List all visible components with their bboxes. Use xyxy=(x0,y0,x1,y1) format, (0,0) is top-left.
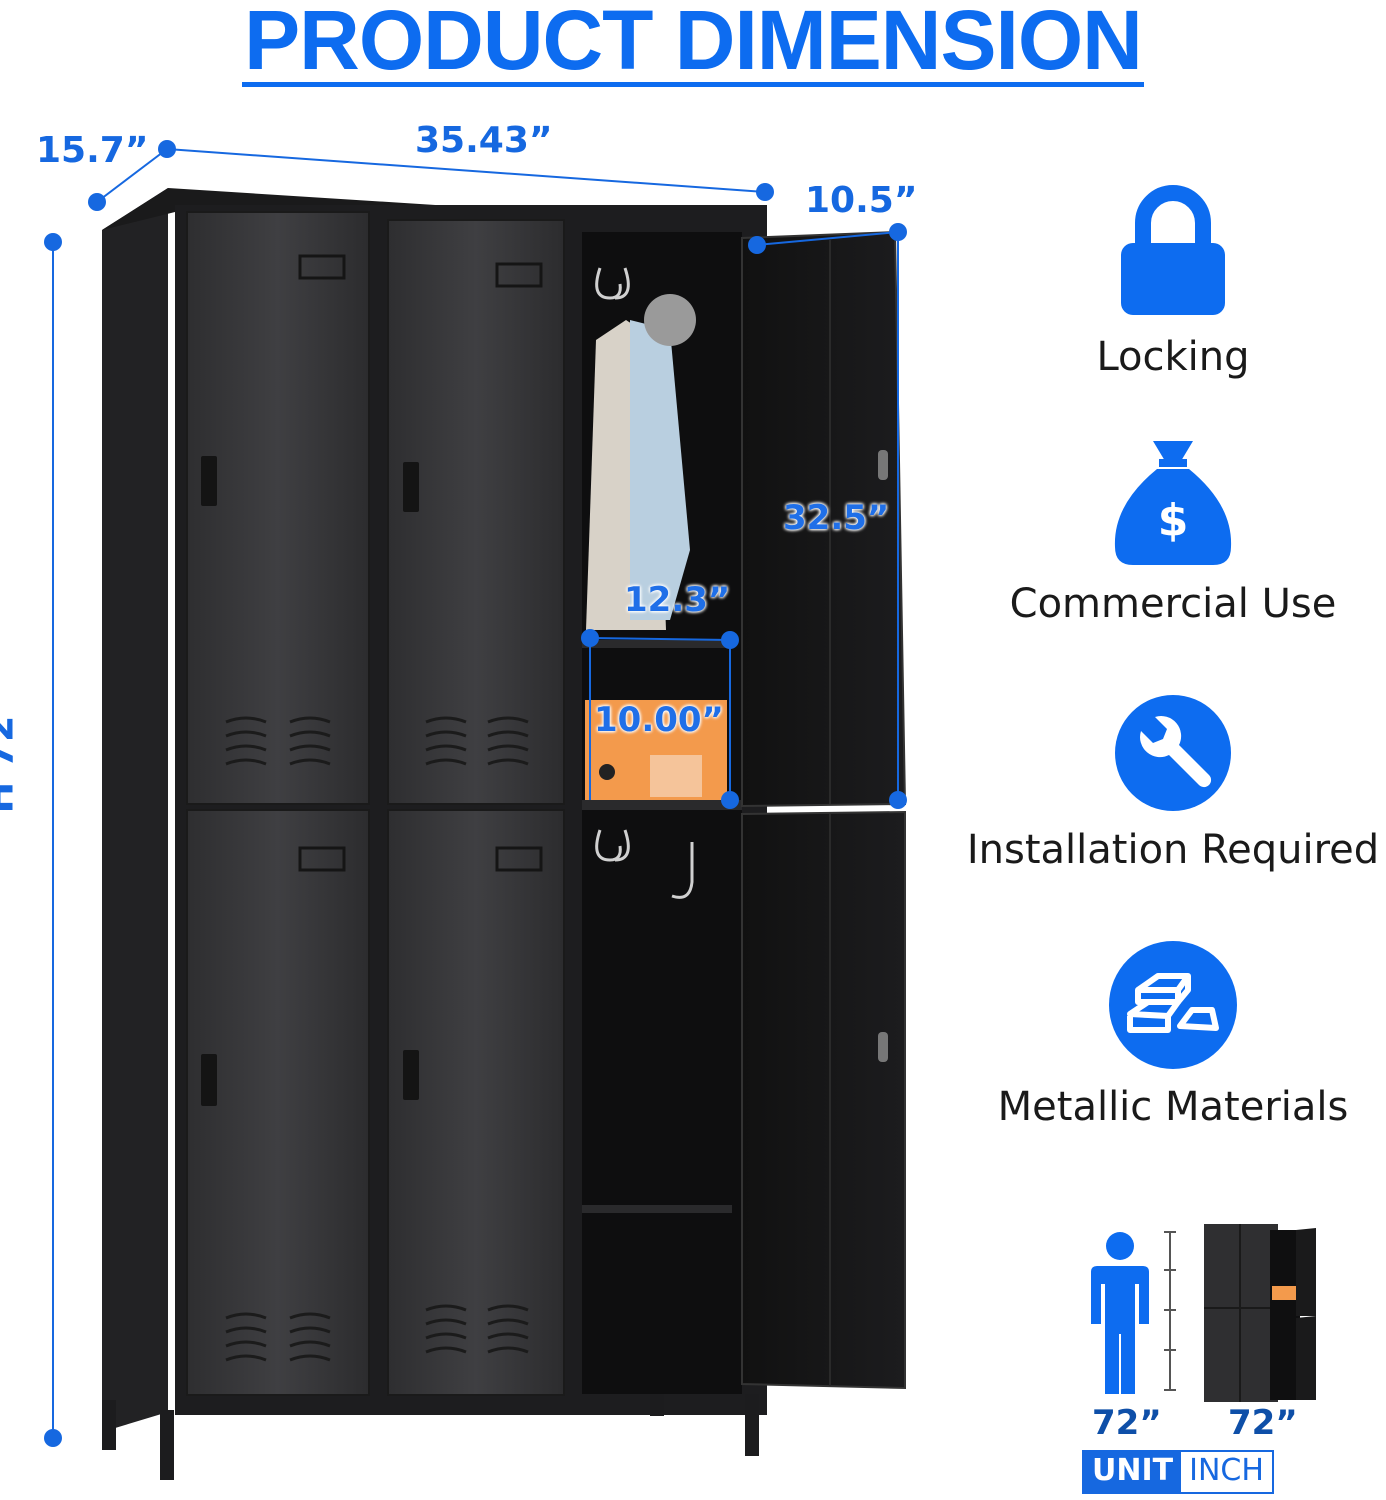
feature-label: Locking xyxy=(1096,334,1250,380)
title-text: PRODUCT DIMENSION xyxy=(242,0,1144,87)
feature-label: Commercial Use xyxy=(1009,581,1337,627)
locker-height-label: 72” xyxy=(1228,1403,1298,1443)
money-bag-icon: $ xyxy=(1114,441,1232,565)
height-label: H 72” xyxy=(0,690,22,814)
mini-locker-image xyxy=(1204,1224,1316,1402)
closed-doors xyxy=(186,211,565,1396)
feature-metallic-materials: Metallic Materials xyxy=(960,940,1386,1130)
feature-label: Installation Required xyxy=(966,827,1380,873)
shelf-width-label: 12.3” xyxy=(624,580,731,620)
depth-label: 15.7” xyxy=(36,130,149,171)
lock-icon xyxy=(1121,185,1225,315)
door-depth-label: 10.5” xyxy=(805,180,918,221)
locker-illustration xyxy=(44,140,907,1480)
width-label: 35.43” xyxy=(415,120,553,161)
scale-ruler xyxy=(1164,1231,1176,1391)
page-title: PRODUCT DIMENSION xyxy=(0,0,1386,89)
feature-commercial-use: $ Commercial Use xyxy=(960,437,1386,627)
unit-label: UNIT xyxy=(1084,1452,1182,1492)
svg-text:$: $ xyxy=(1158,495,1189,546)
unit-badge: UNIT INCH xyxy=(1082,1450,1274,1494)
shelf-height-label: 10.00” xyxy=(594,700,724,740)
feature-installation-required: Installation Required xyxy=(960,693,1386,873)
person-height-label: 72” xyxy=(1092,1403,1162,1443)
door-height-label: 32.5” xyxy=(783,498,890,538)
metal-bars-icon xyxy=(1109,941,1237,1069)
person-icon xyxy=(1091,1232,1149,1394)
feature-locking: Locking xyxy=(960,185,1386,380)
feature-label: Metallic Materials xyxy=(997,1084,1349,1130)
unit-value: INCH xyxy=(1181,1452,1272,1492)
wrench-icon xyxy=(1115,695,1231,811)
